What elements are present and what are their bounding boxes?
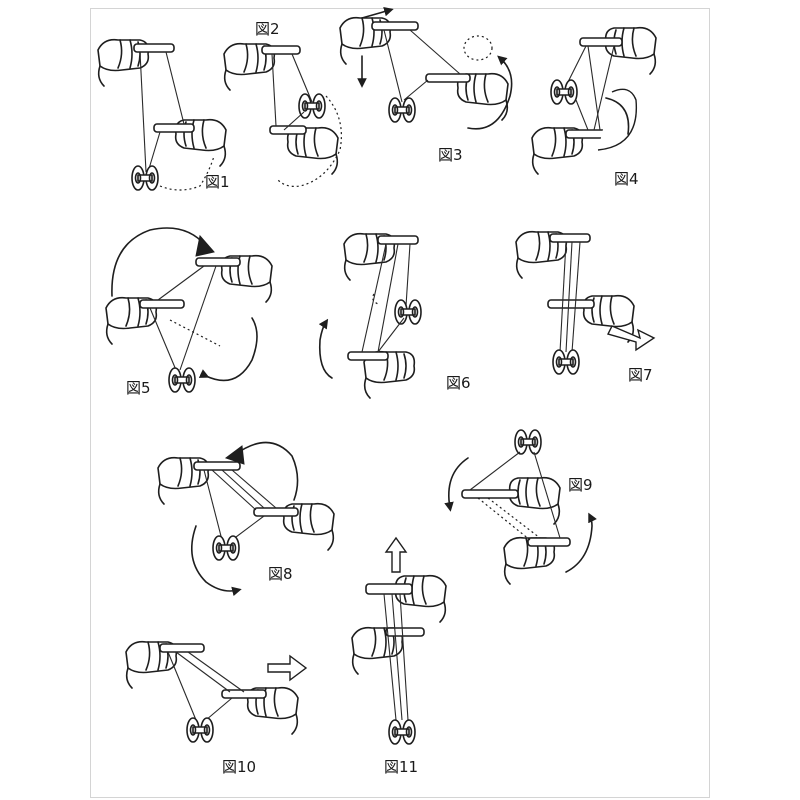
figure-label-1: 図1 [205, 173, 230, 191]
figure-8-illustration [157, 441, 335, 597]
figure-7-illustration [515, 230, 656, 375]
page-frame [90, 8, 710, 798]
figure-label-9: 図9 [568, 476, 593, 494]
figure-label-3: 図3 [438, 146, 463, 164]
figure-label-11: 図11 [384, 758, 419, 776]
figure-1-illustration [97, 38, 227, 191]
figure-label-7: 図7 [628, 366, 653, 384]
figure-label-6: 図6 [446, 374, 471, 392]
figure-4-illustration [531, 26, 657, 175]
figure-6-illustration [318, 232, 422, 399]
figure-label-10: 図10 [222, 758, 257, 776]
figure-label-2: 図2 [255, 20, 280, 38]
figure-label-8: 図8 [268, 565, 293, 583]
stick-left [133, 43, 175, 53]
figure-5-illustration [105, 227, 273, 393]
figure-11-illustration [351, 536, 447, 745]
figure-3-illustration [339, 6, 513, 130]
figure-2-illustration [223, 42, 342, 187]
figure-label-4: 図4 [614, 170, 639, 188]
figure-9-illustration [444, 429, 597, 585]
figure-label-5: 図5 [126, 379, 151, 397]
figure-10-illustration [125, 640, 308, 743]
